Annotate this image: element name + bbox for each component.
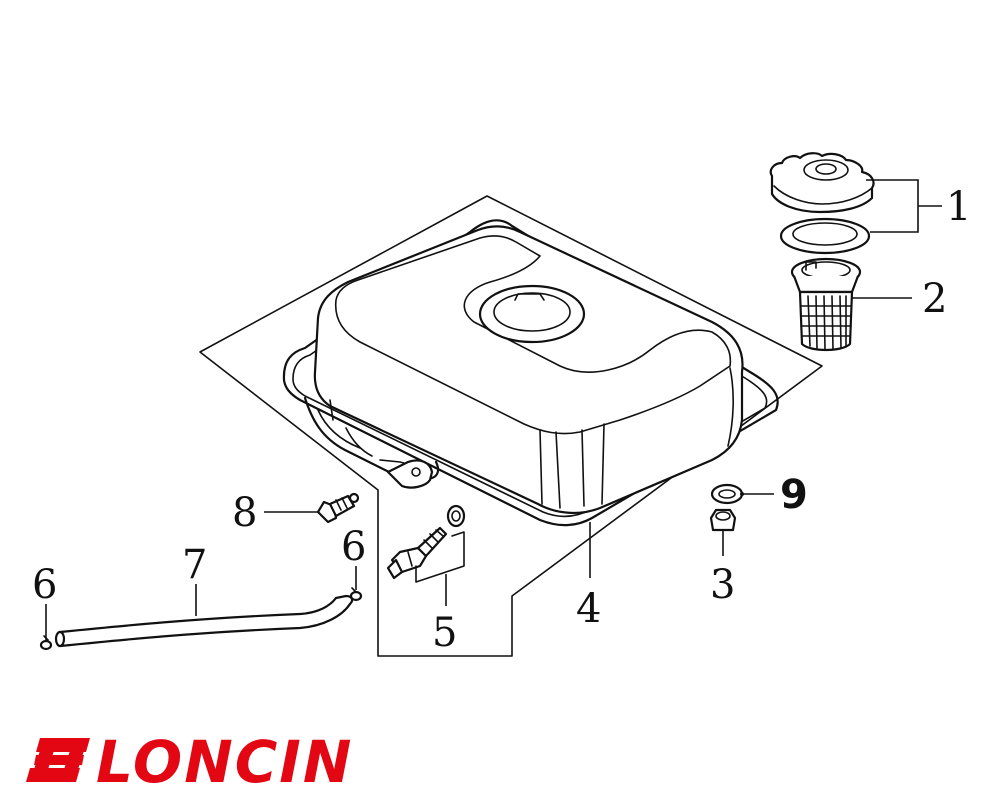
hose-clip-icon[interactable] — [349, 587, 363, 602]
callout-6-left: 6 — [32, 562, 57, 608]
callout-8: 8 — [232, 490, 257, 536]
fuel-hose-icon[interactable] — [54, 594, 354, 648]
callout-3: 3 — [710, 562, 735, 608]
callout-1: 1 — [946, 184, 971, 230]
nut-icon[interactable] — [709, 508, 737, 532]
callout-5: 5 — [432, 610, 457, 656]
brand-logo-text: LONCIN — [96, 728, 353, 796]
callout-2: 2 — [922, 276, 947, 322]
callout-7: 7 — [182, 542, 207, 588]
callout-9: 9 — [780, 472, 808, 518]
leader-lines — [45, 179, 942, 640]
fuel-valve-icon[interactable] — [386, 504, 466, 580]
fuel-cap-icon[interactable] — [769, 152, 875, 214]
loncin-mark-icon — [26, 738, 90, 782]
valve-bracket — [415, 531, 465, 583]
cap-gasket-icon[interactable] — [779, 217, 871, 255]
brand-logo: LONCIN — [26, 728, 353, 796]
fuel-tank-icon[interactable] — [282, 219, 779, 527]
washer-icon[interactable] — [710, 483, 744, 505]
bolt-icon[interactable] — [316, 492, 360, 524]
callout-6-right: 6 — [341, 524, 366, 570]
assembly-outline — [199, 195, 823, 657]
fuel-strainer-icon[interactable] — [790, 257, 862, 352]
callout-4: 4 — [576, 586, 601, 632]
